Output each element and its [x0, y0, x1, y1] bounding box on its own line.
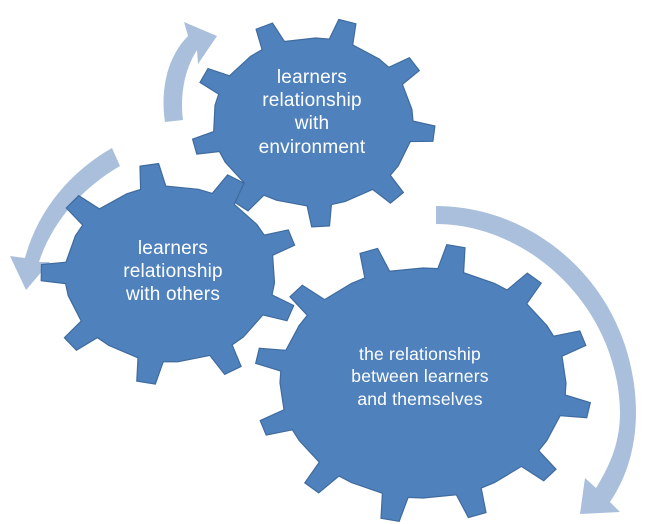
gear-environment: [191, 18, 436, 228]
gear-label-line: with: [294, 113, 330, 135]
gear-label-line: learners: [137, 238, 209, 259]
arrow-right: [436, 206, 636, 514]
gear-label-line: and themselves: [357, 388, 483, 409]
gear-label-environment: learners relationship with environment: [242, 66, 382, 159]
gear-label-others: learners relationship with others: [98, 237, 248, 307]
gear-label-line: with others: [125, 284, 221, 306]
gear-label-themselves: the relationship between learners and th…: [320, 343, 520, 410]
gear-label-line: learners: [276, 67, 348, 88]
gear-label-line: relationship: [262, 90, 362, 112]
gear-label-line: environment: [258, 136, 366, 158]
gear-themselves: [254, 244, 592, 522]
gear-label-line: the relationship: [359, 344, 481, 364]
gear-others: [40, 162, 296, 385]
arrow-left: [10, 148, 120, 290]
gear-label-line: between learners: [351, 366, 489, 387]
arrow-top-left: [163, 22, 217, 122]
gear-label-line: relationship: [123, 261, 223, 283]
